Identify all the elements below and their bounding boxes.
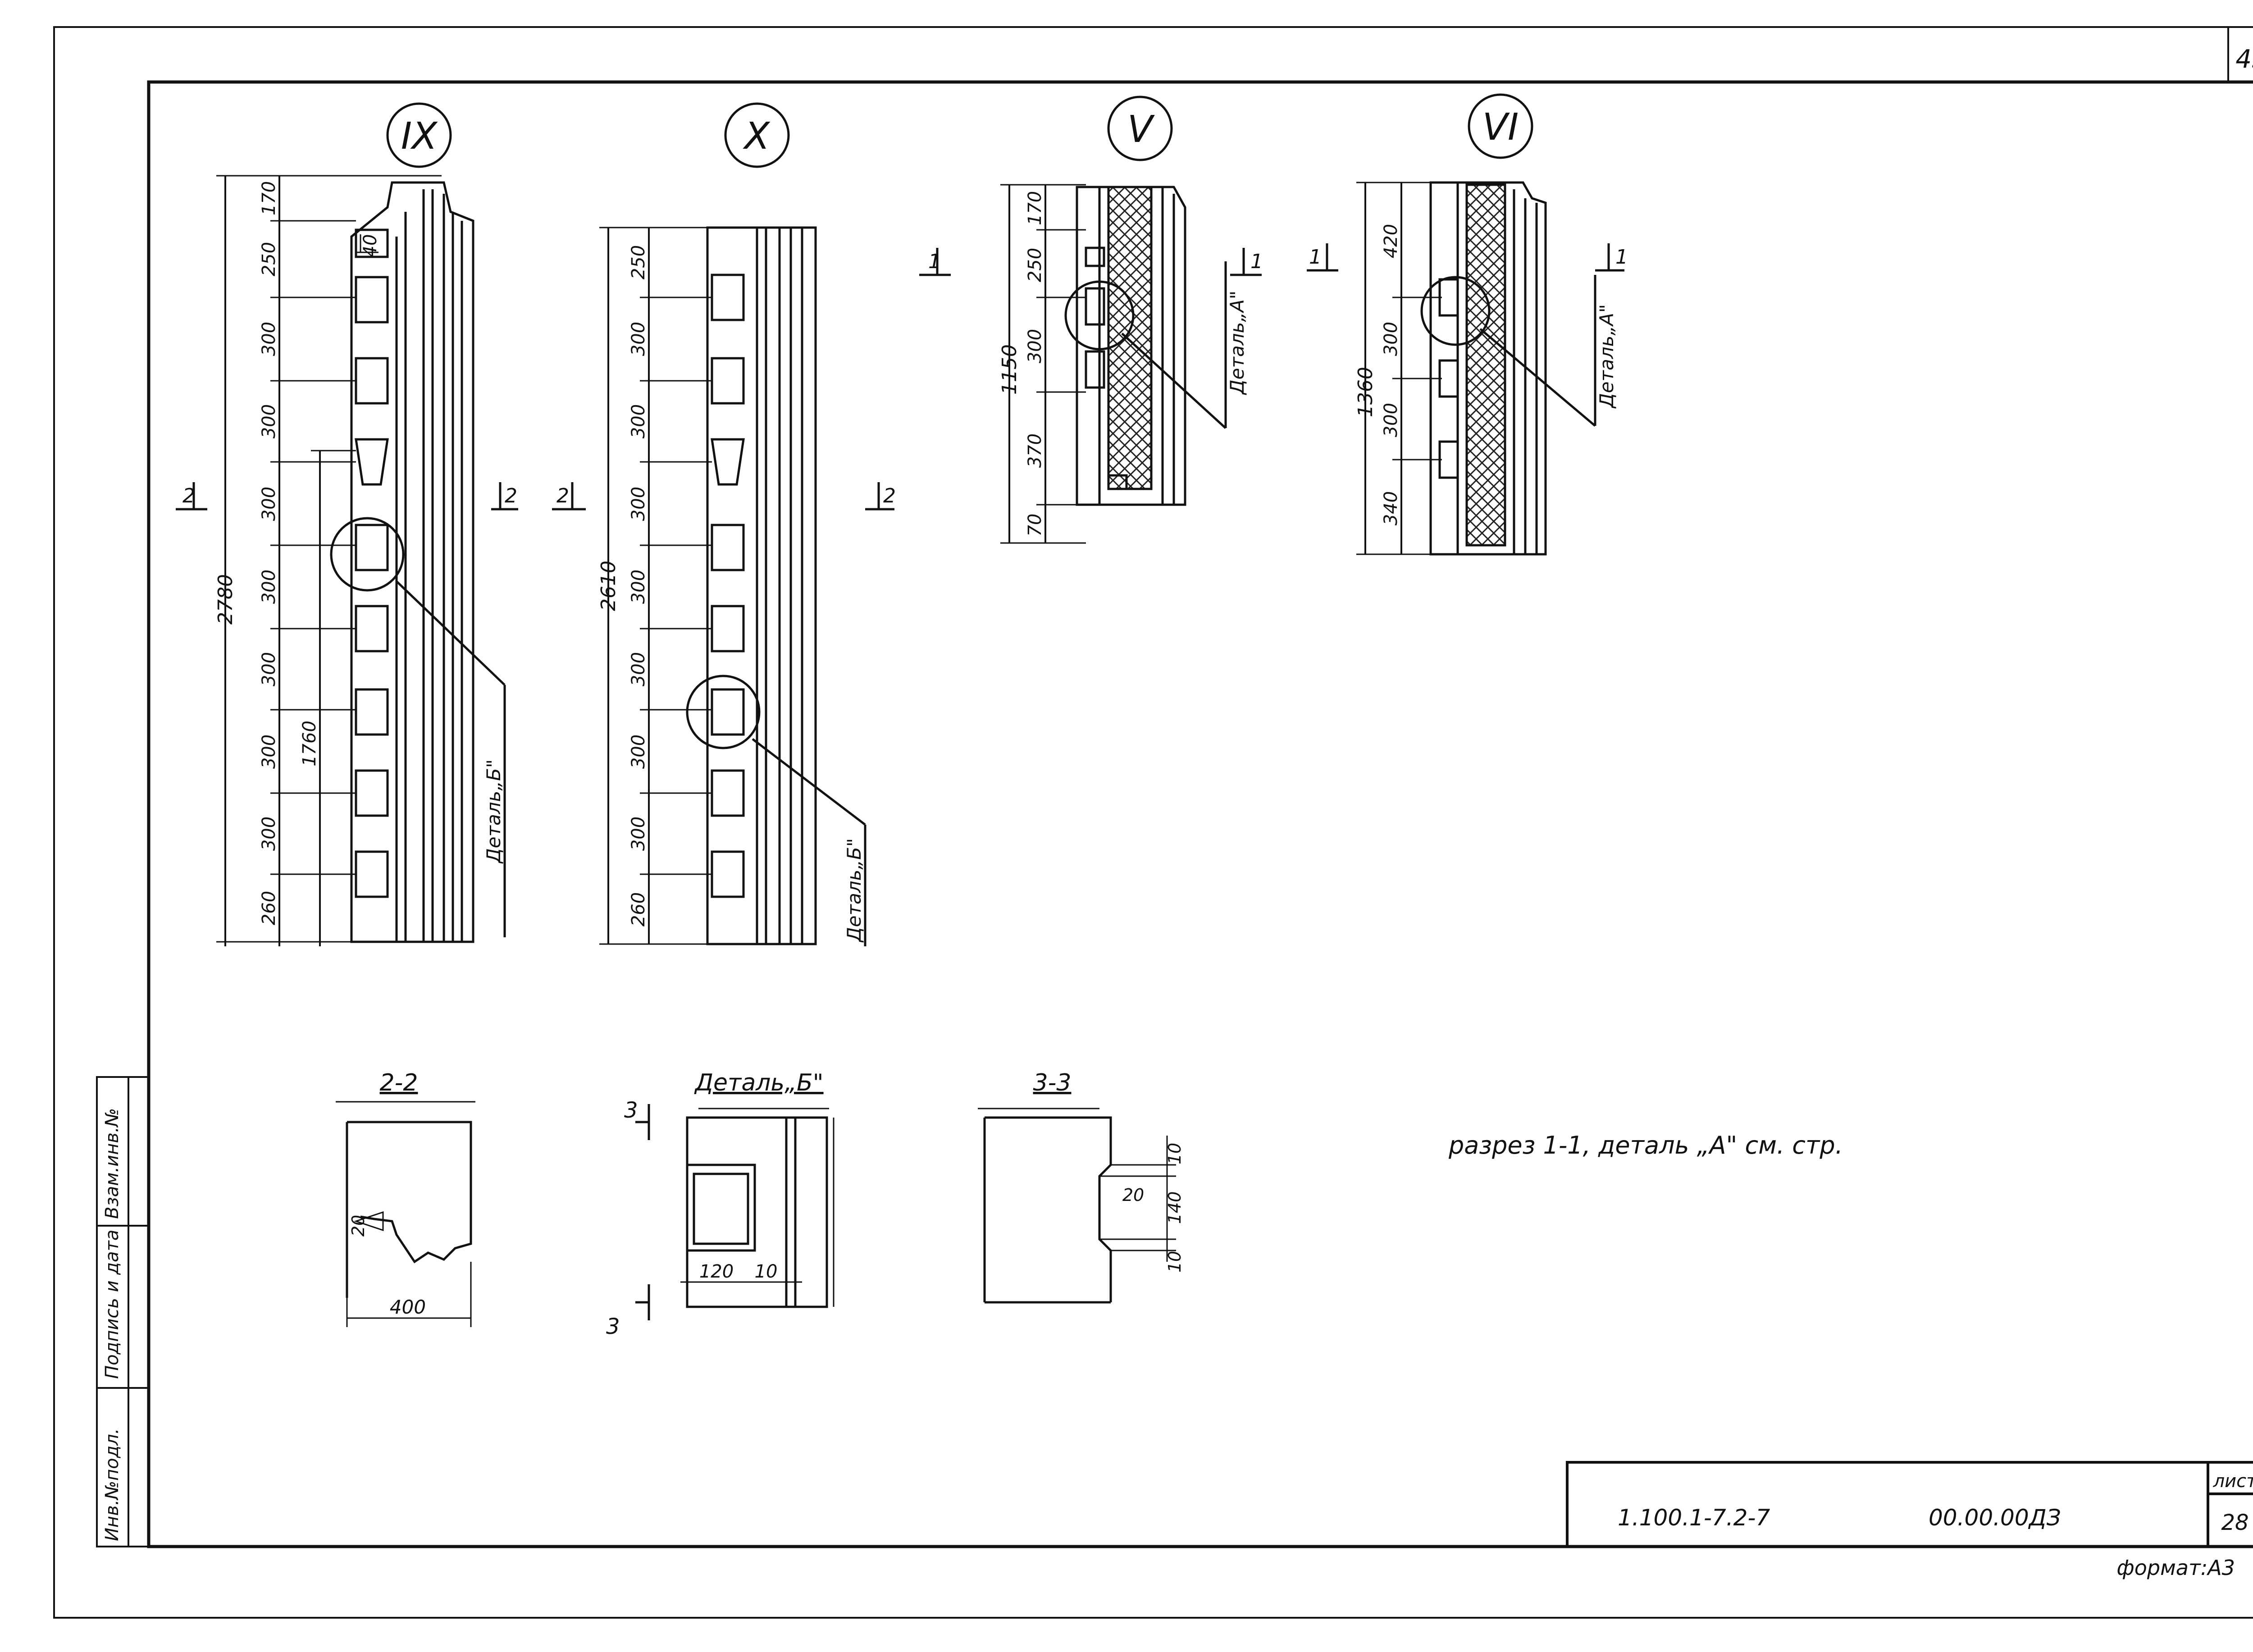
view-vi-dim-0: 420: [1381, 224, 1401, 258]
section-2-2: 2-2 20 400: [336, 1069, 475, 1327]
view-vi-section-left: 1: [1309, 246, 1322, 269]
view-ix-mark: IX: [401, 115, 438, 158]
view-x-dim-3: 300: [628, 487, 649, 521]
view-ix-section-right: 2: [505, 484, 517, 507]
title-block: [1566, 1461, 2253, 1548]
view-ix-detail-label: Деталь„Б": [483, 759, 505, 864]
view-v-mark-circle: [1107, 96, 1173, 161]
view-x-mark-circle: [724, 102, 790, 168]
section-2-2-dim-width: 400: [390, 1296, 426, 1318]
view-v-dim-2: 300: [1025, 329, 1045, 363]
view-v-section-right: 1: [1250, 250, 1263, 273]
view-ix: IX: [176, 102, 518, 946]
list-number: 28: [2221, 1510, 2248, 1535]
view-ix-dim-4: 300: [259, 487, 279, 521]
view-x-dim-6: 300: [628, 735, 649, 769]
view-x-dim-2: 300: [628, 404, 649, 438]
stamp-replace-label: Взам.инв.№: [102, 1108, 123, 1219]
view-v-dim-4: 70: [1025, 514, 1045, 537]
detail-b-dim-width: 120: [699, 1261, 734, 1282]
section-3-3-dim-depth: 20: [1122, 1185, 1144, 1205]
view-ix-small-dim: 40: [360, 234, 381, 257]
view-v: V: [919, 96, 1263, 544]
view-vi-insulation: [1465, 183, 1506, 547]
view-v-detail-label: Деталь„А": [1226, 291, 1248, 395]
view-x-detail-label: Деталь„Б": [843, 838, 865, 943]
view-ix-section-left: 2: [182, 484, 195, 507]
view-vi-total-dim: 1360: [1354, 367, 1377, 417]
detail-b-title: Деталь„Б": [694, 1069, 823, 1096]
view-ix-dim-1: 250: [259, 242, 279, 276]
view-vi-dim-3: 340: [1381, 491, 1401, 525]
view-v-total-dim: 1150: [998, 344, 1021, 395]
doc-code: 1.100.1-7.2-7: [1618, 1505, 1770, 1531]
view-v-mark: V: [1127, 108, 1155, 151]
view-ix-sub-dim: 1760: [299, 721, 320, 767]
view-ix-dim-0: 170: [259, 181, 279, 215]
sheet-format: формат:А3: [2116, 1556, 2235, 1580]
side-stamp: [96, 1076, 150, 1547]
view-ix-dim-5: 300: [259, 570, 279, 604]
view-ix-dim-8: 300: [259, 817, 279, 851]
section-3-3-dim-height: 140: [1165, 1191, 1185, 1224]
section-3-3-dim-top: 10: [1165, 1143, 1185, 1164]
view-v-insulation: [1107, 186, 1153, 490]
view-vi: VI: [1307, 93, 1628, 556]
detail-b-cut-top: 3: [624, 1098, 638, 1123]
doc-number: 00.00.00ДЗ: [1929, 1505, 2061, 1531]
view-ix-dim-7: 300: [259, 735, 279, 769]
view-v-dim-1: 250: [1025, 248, 1045, 282]
reference-note: разрез 1-1, деталь „А" см. стр.: [1448, 1131, 1843, 1159]
view-x-dim-7: 300: [628, 817, 649, 851]
view-ix-total-dim: 2780: [214, 574, 237, 625]
view-x-section-right: 2: [883, 484, 896, 507]
view-x: X: [552, 102, 896, 946]
view-ix-dim-2: 300: [259, 322, 279, 356]
view-vi-dim-2: 300: [1381, 403, 1401, 437]
stamp-inv-label: Инв.№подл.: [102, 1428, 123, 1541]
view-x-total-dim: 2610: [597, 561, 620, 611]
view-vi-mark: VI: [1482, 106, 1519, 149]
view-x-dim-4: 300: [628, 570, 649, 604]
view-x-dim-5: 300: [628, 652, 649, 686]
view-vi-mark-circle: [1468, 93, 1533, 159]
list-label: лист: [2213, 1471, 2253, 1492]
detail-b: Деталь„Б" 3 3 120 10: [606, 1069, 835, 1339]
view-vi-dim-1: 300: [1381, 322, 1401, 356]
section-2-2-title: 2-2: [380, 1069, 418, 1096]
view-vi-section-right: 1: [1615, 246, 1628, 269]
view-x-mark: X: [743, 115, 771, 158]
view-x-dim-8: 260: [628, 892, 649, 926]
view-vi-detail-label: Деталь„А": [1596, 304, 1618, 409]
view-ix-dim-3: 300: [259, 404, 279, 438]
view-v-section-left: 1: [928, 250, 941, 273]
page-number: 45: [2235, 45, 2253, 74]
stamp-signature-label: Подпись и дата: [102, 1230, 123, 1379]
view-x-dim-1: 300: [628, 322, 649, 356]
view-v-dim-3: 370: [1025, 434, 1045, 468]
section-3-3-dim-bottom: 10: [1165, 1251, 1185, 1273]
view-x-dim-0: 250: [628, 245, 649, 279]
detail-b-cut-bottom: 3: [606, 1314, 620, 1339]
view-ix-dim-6: 300: [259, 652, 279, 686]
section-3-3: 3-3 10 20 140 10: [978, 1069, 1185, 1304]
detail-b-dim-gap: 10: [755, 1261, 778, 1282]
view-ix-mark-circle: [386, 102, 452, 168]
section-2-2-dim-angle: 20: [348, 1215, 368, 1237]
view-v-dim-0: 170: [1025, 191, 1045, 225]
view-x-section-left: 2: [556, 484, 569, 507]
section-3-3-title: 3-3: [1033, 1069, 1072, 1096]
sheet-frame: [53, 26, 2253, 1619]
view-ix-dim-9: 260: [259, 891, 279, 925]
